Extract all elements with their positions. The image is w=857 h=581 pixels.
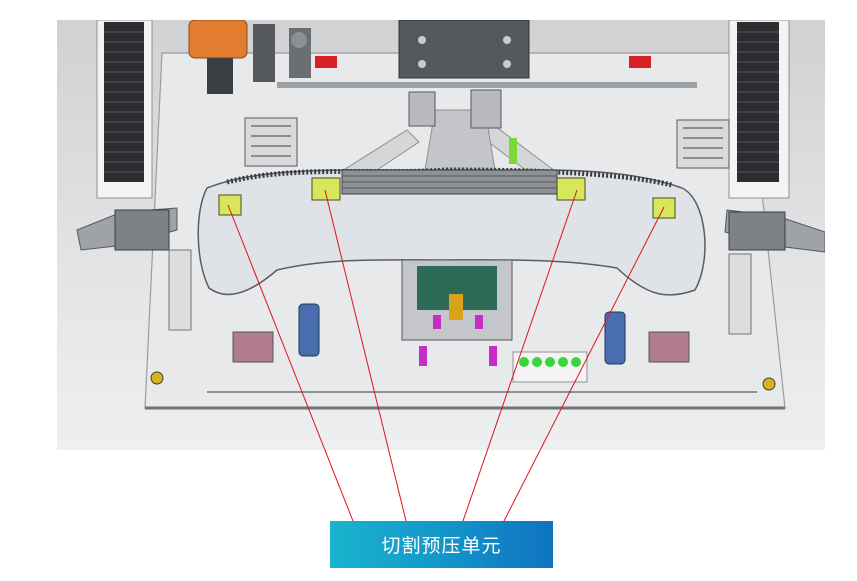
cylinder-center-right [470, 89, 502, 129]
locator-right [648, 331, 690, 363]
cutting-prepress-unit-label: 切割预压单元 [330, 521, 553, 568]
clamp-arm-right [724, 209, 825, 253]
robot-arm [188, 20, 311, 94]
side-frame-left [168, 249, 192, 331]
top-mount-bracket [398, 20, 530, 79]
pre-press-unit-1 [218, 194, 242, 216]
corner-foot-left [150, 371, 164, 385]
pre-press-unit-2 [311, 177, 341, 201]
locator-left [232, 331, 274, 363]
corner-foot-right [762, 377, 776, 391]
fixture-cad-model [76, 20, 825, 410]
support-post-right [604, 311, 626, 365]
top-rail [277, 82, 697, 88]
pre-press-unit-4 [652, 197, 676, 219]
callout-text: 切割预压单元 [381, 535, 502, 557]
stopper-left [315, 56, 337, 68]
pre-press-unit-3 [556, 177, 586, 201]
left-cable-chain [96, 20, 153, 199]
cylinder-center-left [408, 91, 436, 127]
side-frame-right [728, 253, 752, 335]
valve-manifold-left [244, 117, 298, 167]
support-post-left [298, 303, 320, 357]
green-sensor [509, 138, 517, 164]
cad-render-area [57, 20, 825, 450]
right-cable-chain [728, 20, 790, 199]
stopper-right [629, 56, 651, 68]
clamp-arm-left [76, 207, 178, 251]
valve-manifold-right [676, 119, 730, 169]
indicator-panel [512, 351, 588, 383]
